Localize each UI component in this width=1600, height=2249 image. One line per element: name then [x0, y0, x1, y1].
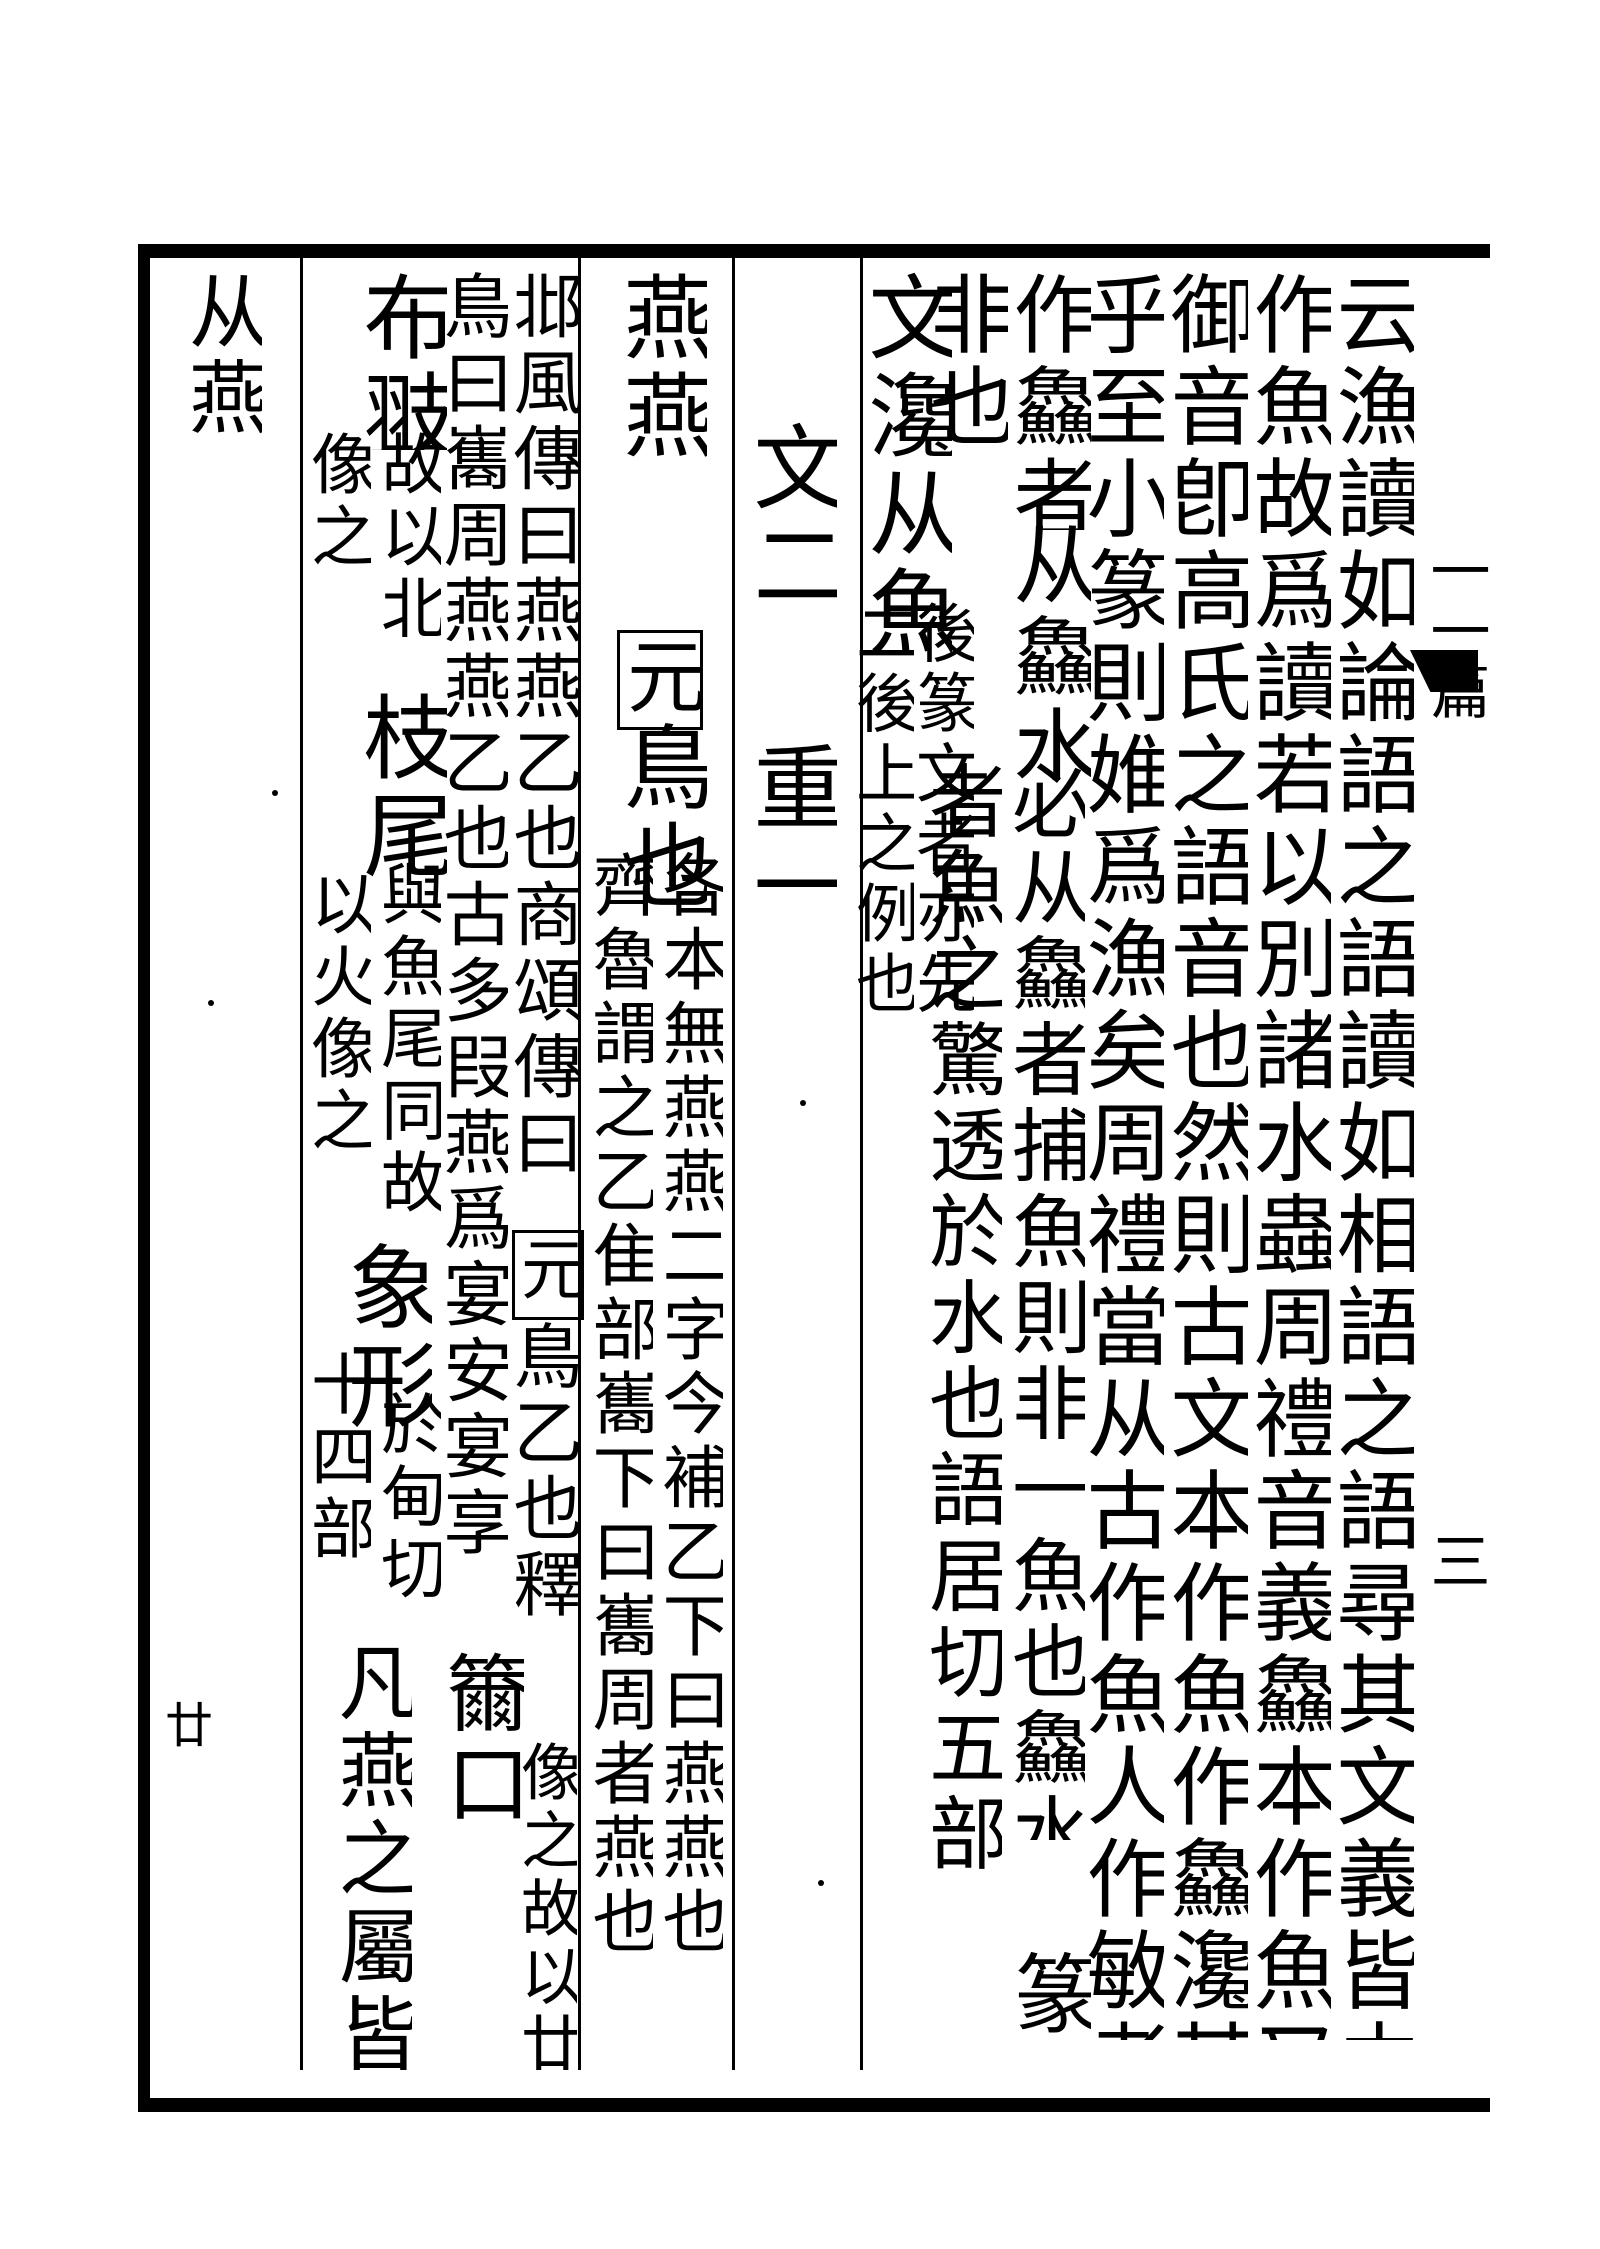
- text-column-9c: 各本無燕燕二字今補乙下曰燕燕也: [655, 850, 723, 1960]
- text-column-13d: 與魚尾同故: [375, 860, 441, 1220]
- text-column-14: 像之: [305, 430, 371, 574]
- boxed-char: 元: [512, 1230, 584, 1320]
- page-frame: [138, 244, 1490, 2112]
- boxed-char: 元: [617, 630, 703, 730]
- text-column-13c: 枝尾: [355, 690, 447, 886]
- text-column-9b: 鳥也: [615, 720, 707, 916]
- column-rule: [300, 258, 303, 2070]
- text-column-14b: 以火像之: [305, 870, 371, 1158]
- text-column-14d: 凡燕之屬皆: [330, 1640, 412, 2070]
- text-column-5d: 篆: [1005, 1950, 1091, 2042]
- margin-note: 廿: [156, 1700, 212, 1748]
- text-column-7a: 文瀺从魚: [860, 270, 952, 662]
- text-column-8a: 文二: [745, 420, 837, 616]
- text-column-2: 作魚故爲讀若以別諸水蟲周禮音義鱻本作魚又音御: [1245, 270, 1331, 2040]
- ink-dot: [818, 1880, 824, 1886]
- ink-dot: [272, 790, 278, 796]
- column-rule: [578, 258, 581, 2070]
- text-column-14c: 十四部: [305, 1350, 371, 1566]
- column-rule: [732, 258, 735, 2070]
- text-column-7c: 二後上之例也: [850, 600, 914, 1020]
- ink-dot: [800, 1100, 806, 1106]
- column-rule: [860, 258, 863, 2070]
- text-column-1: 云漁讀如論語之語讀如相語之語尋其文義皆由本文: [1328, 270, 1414, 2040]
- text-column-11: 邶風傳曰燕燕乙也商頌傳曰: [508, 270, 578, 1182]
- text-column-3: 御音卽高氏之語音也然則古文本作魚作鱻瀺其籀文: [1162, 270, 1248, 2040]
- text-column-13e: 象形: [340, 1240, 432, 1436]
- text-column-5b: 从鱻水: [1005, 520, 1091, 780]
- edge-label: 一一篇: [1420, 540, 1490, 720]
- text-column-6b: 者魚之驚透於水也語居切五部: [922, 760, 1002, 1878]
- text-column-4: 乎至小篆則婎爲漁矣周禮當从古作魚人作敏者攴之: [1078, 270, 1164, 2040]
- text-column-15: 从燕: [182, 270, 262, 442]
- text-column-5c: 必从鱻者捕魚則非一魚也鱻水: [1005, 760, 1085, 1840]
- text-column-10: 齊魯謂之乙隹部巂下曰巂周者燕也: [585, 850, 653, 1960]
- text-column-13: 布翄: [355, 270, 447, 450]
- text-column-8b: 重一: [745, 740, 837, 936]
- ink-dot: [208, 1000, 214, 1006]
- text-column-7b: 後篆文者亦先: [910, 600, 974, 1020]
- text-column-6: 非也: [922, 270, 1008, 454]
- text-column-9a: 燕燕: [615, 270, 707, 466]
- text-column-12c: 像之故以廿: [515, 1740, 577, 2070]
- edge-page-number: 三: [1420, 1530, 1490, 1590]
- text-column-12b: 籋口: [440, 1650, 524, 1830]
- text-column-11b: 鳥乙也釋: [508, 1320, 578, 1624]
- text-column-13f: 於甸切: [375, 1390, 441, 1606]
- text-column-12: 鳥曰巂周燕燕乙也古多叚燕爲宴安宴享: [438, 270, 508, 1562]
- text-column-13b: 故以北: [375, 430, 441, 646]
- text-column-5a: 作鱻者: [1005, 270, 1091, 530]
